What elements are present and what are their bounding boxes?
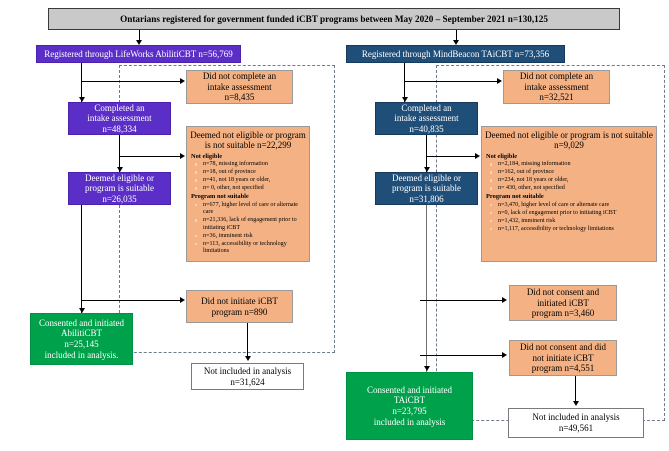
list-item: n=78, missing information xyxy=(190,161,306,168)
right-no-consent-initiated-label: Did not consent and initiated iCBT progr… xyxy=(526,287,600,319)
list-item: n= 0, other, not specified xyxy=(190,185,306,192)
list-item: n=234, not 18 years or older, xyxy=(485,177,653,184)
right-eligible-label: Deemed eligible or program is suitable n… xyxy=(392,172,461,204)
list-item: n=162, out of province xyxy=(485,169,653,176)
left-eligible-label: Deemed eligible or program is suitable n… xyxy=(85,172,154,204)
right-not-suitable-label: Program not suitable xyxy=(486,193,544,201)
left-not-included-label: Not included in analysis n=31,624 xyxy=(203,365,292,387)
right-not-suitable-list: n=3,470, higher level of care or alterna… xyxy=(485,202,653,233)
left-no-initiate-label: Did not initiate iCBT program n=890 xyxy=(201,295,278,317)
arrowhead-left-completed xyxy=(78,97,85,102)
right-conn-reg-to-completed xyxy=(404,63,406,102)
list-item: n=41, not 18 years or older, xyxy=(190,177,306,184)
right-conn-eligible-to-consented xyxy=(426,205,428,372)
connector-top-right xyxy=(455,30,457,42)
arrowhead-top-left xyxy=(136,40,142,45)
right-no-consent-not-initiated-box: Did not consent and did not initiate iCB… xyxy=(509,340,617,376)
right-not-included-box: Not included in analysis n=49,561 xyxy=(508,408,644,438)
right-conn-to-no-consent-not-initiated xyxy=(420,355,503,357)
left-conn-reg-to-completed xyxy=(81,63,83,102)
arrowhead-right-eligible xyxy=(423,167,430,172)
top-total-box: Ontarians registered for government fund… xyxy=(48,8,620,30)
left-not-eligible-list: n=78, missing information n=18, out of p… xyxy=(190,161,306,192)
arrowhead-right-detail xyxy=(475,153,480,159)
list-item: n=113, accessibility or technology limit… xyxy=(190,241,306,256)
list-item: n= 430, other, not specified xyxy=(485,185,653,192)
right-conn-completed-to-eligible xyxy=(426,135,428,172)
left-consented-label: Consented and initiated AbilitiCBT n=25,… xyxy=(39,317,124,360)
right-conn-to-no-consent-initiated xyxy=(420,300,503,302)
left-no-intake-box: Did not complete an intake assessment n=… xyxy=(186,70,293,104)
right-not-included-label: Not included in analysis n=49,561 xyxy=(532,412,620,433)
right-not-eligible-list: n=2,184, missing information n=162, out … xyxy=(485,161,653,192)
left-conn-to-not-included xyxy=(247,323,249,358)
left-conn-to-no-initiate xyxy=(81,300,181,302)
left-not-eligible-label: Not eligible xyxy=(191,152,223,160)
connector-top-left xyxy=(138,30,140,42)
arrowhead-right-not-included xyxy=(572,401,579,406)
right-completed-box: Completed an intake assessment n=40,835 xyxy=(375,102,478,135)
left-detail-header: Deemed not eligible or program is not su… xyxy=(190,130,306,151)
list-item: n=0, lack of engagement prior to initiat… xyxy=(485,210,653,217)
left-no-initiate-box: Did not initiate iCBT program n=890 xyxy=(186,290,293,323)
list-item: n=1,432, imminent risk xyxy=(485,218,653,225)
right-not-eligible-label: Not eligible xyxy=(486,152,518,160)
right-registered-label: Registered through MindBeacon TAiCBT n=7… xyxy=(361,48,550,59)
left-conn-to-no-intake xyxy=(81,81,181,83)
list-item: n=3,470, higher level of care or alterna… xyxy=(485,202,653,209)
arrowhead-right-no-consent-not-initiated xyxy=(502,352,507,358)
list-item: n=2,184, missing information xyxy=(485,161,653,168)
left-exclusion-region xyxy=(119,65,335,353)
left-conn-eligible-to-consented xyxy=(81,205,83,313)
list-item: n=18, out of province xyxy=(190,169,306,176)
left-not-included-box: Not included in analysis n=31,624 xyxy=(191,363,304,390)
arrowhead-left-no-intake xyxy=(180,78,185,84)
arrowhead-right-no-consent-initiated xyxy=(502,297,507,303)
left-ineligible-detail-box: Deemed not eligible or program is not su… xyxy=(186,126,310,262)
list-item: n=1,117, accessibility or technology lim… xyxy=(485,226,653,233)
list-item: n=36, imminent risk xyxy=(190,233,306,240)
left-completed-box: Completed an intake assessment n=48,334 xyxy=(68,102,171,135)
right-conn-to-detail xyxy=(426,156,476,158)
arrowhead-left-detail xyxy=(180,153,185,159)
arrowhead-left-no-initiate xyxy=(180,297,185,303)
right-completed-label: Completed an intake assessment n=40,835 xyxy=(394,102,459,134)
left-not-suitable-label: Program not suitable xyxy=(191,193,249,201)
arrowhead-left-eligible xyxy=(116,167,123,172)
left-registered-label: Registered through LifeWorks AbilitiCBT … xyxy=(44,48,233,59)
right-no-consent-initiated-box: Did not consent and initiated iCBT progr… xyxy=(509,285,617,321)
list-item: n=677, higher level of care or alternate… xyxy=(190,202,306,217)
left-not-suitable-list: n=677, higher level of care or alternate… xyxy=(190,202,306,256)
right-no-consent-not-initiated-label: Did not consent and did not initiate iCB… xyxy=(520,342,606,374)
right-consented-label: Consented and initiated TAiCBT n=23,795 … xyxy=(367,384,452,427)
left-completed-label: Completed an intake assessment n=48,334 xyxy=(87,102,152,134)
right-no-intake-box: Did not complete an intake assessment n=… xyxy=(503,70,610,104)
top-total-label: Ontarians registered for government fund… xyxy=(120,13,548,24)
left-no-intake-label: Did not complete an intake assessment n=… xyxy=(202,71,277,103)
right-conn-to-not-included xyxy=(575,376,577,404)
arrowhead-right-completed xyxy=(401,97,408,102)
left-conn-completed-to-eligible xyxy=(119,135,121,172)
arrowhead-top-right xyxy=(453,40,459,45)
right-no-intake-label: Did not complete an intake assessment n=… xyxy=(519,71,594,103)
left-conn-to-detail xyxy=(119,156,181,158)
right-ineligible-detail-box: Deemed not eligible or program is not su… xyxy=(481,126,657,262)
right-conn-to-no-intake xyxy=(404,81,499,83)
left-registered-box: Registered through LifeWorks AbilitiCBT … xyxy=(36,45,241,63)
arrowhead-left-consented xyxy=(78,308,85,313)
left-consented-box: Consented and initiated AbilitiCBT n=25,… xyxy=(30,313,133,365)
arrowhead-right-no-intake xyxy=(497,78,502,84)
right-detail-header: Deemed not eligible or program is not su… xyxy=(485,130,653,151)
list-item: n=21,336, lack of engagement prior to in… xyxy=(190,217,306,232)
right-consented-box: Consented and initiated TAiCBT n=23,795 … xyxy=(346,372,473,440)
arrowhead-right-consented xyxy=(423,366,430,371)
left-eligible-box: Deemed eligible or program is suitable n… xyxy=(68,172,171,205)
right-eligible-box: Deemed eligible or program is suitable n… xyxy=(375,172,478,205)
arrowhead-left-not-included xyxy=(244,356,251,361)
right-registered-box: Registered through MindBeacon TAiCBT n=7… xyxy=(346,45,565,63)
